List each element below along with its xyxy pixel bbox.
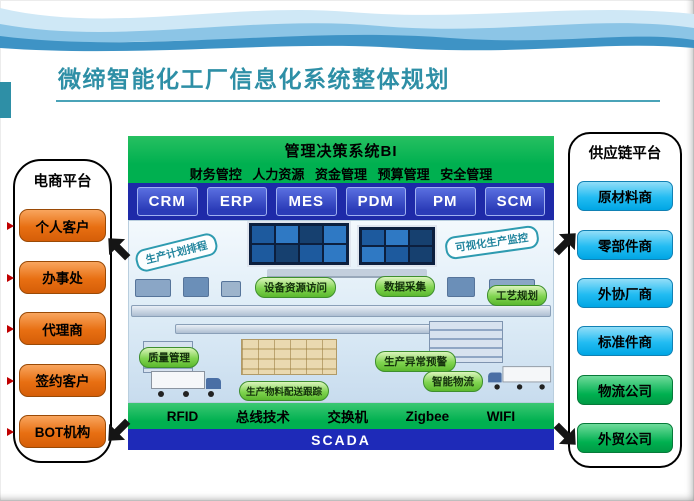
ecommerce-panel-label: 电商平台: [33, 174, 92, 190]
arrow-left-top-icon: [97, 227, 139, 269]
ecommerce-item-label: 签约客户: [35, 374, 90, 390]
red-arrow-icon: [7, 427, 14, 436]
machine-icon: [221, 281, 241, 297]
ecommerce-panel: 电商平台 个人客户 办事处 代理商 签约客户 BOT机构: [7, 159, 112, 463]
bi-subtitle: 财务管控 人力资源 资金管理 预算管理 安全管理: [189, 167, 493, 182]
header-wave-decoration: [0, 8, 694, 52]
ecommerce-item-label: 办事处: [42, 271, 83, 287]
machine-icon: [135, 279, 171, 297]
supply-item-raw-material: 原材料商: [577, 181, 673, 212]
supply-chain-panel: 供应链平台 原材料商 零部件商 外协厂商 标准件商 物流公司 外贸公司: [568, 132, 682, 468]
ecommerce-item-personal-customer: 个人客户: [7, 209, 106, 243]
pallet-stack: [241, 339, 337, 375]
supply-item-parts: 零部件商: [577, 229, 673, 260]
red-arrow-icon: [7, 376, 14, 385]
arrow-left-bottom-icon: [97, 410, 139, 452]
truck-icon: [481, 364, 552, 390]
machine-icon: [447, 277, 475, 297]
machine-icon: [183, 277, 209, 297]
module-pm: PM: [415, 187, 476, 216]
control-room-monitor-wall: [357, 225, 437, 267]
ecommerce-item-office: 办事处: [7, 260, 106, 294]
control-desk: [267, 269, 427, 278]
ecommerce-item-label: 个人客户: [35, 219, 90, 235]
network-item-switch: 交换机: [327, 410, 368, 425]
supply-chain-panel-label: 供应链平台: [588, 146, 662, 162]
callout-production-planning: 生产计划排程: [133, 231, 220, 274]
callout-smart-logistics: 智能物流: [423, 371, 483, 392]
factory-illustration: 生产计划排程 设备资源访问 数据采集 可视化生产监控 工艺规划 质量管理 生产异…: [128, 220, 554, 403]
supply-item-standard-parts: 标准件商: [577, 326, 673, 357]
network-item-rfid: RFID: [166, 408, 199, 424]
arrow-right-top-icon: [545, 222, 587, 264]
ecommerce-item-contract-customer: 签约客户: [7, 363, 106, 397]
title-accent-bar: [0, 82, 11, 118]
network-technology-bar: RFID 总线技术 交换机 Zigbee WIFI: [128, 403, 554, 429]
module-mes: MES: [276, 187, 337, 216]
truck-icon: [151, 369, 229, 397]
bi-decision-bar: 管理决策系统BI 财务管控 人力资源 资金管理 预算管理 安全管理: [128, 136, 554, 183]
callout-equipment-resource-access: 设备资源访问: [255, 277, 336, 298]
ecommerce-item-bot: BOT机构: [7, 414, 106, 448]
scada-bar: SCADA: [128, 429, 554, 450]
supply-item-outsourcing: 外协厂商: [577, 277, 673, 308]
callout-visual-production-monitoring: 可视化生产监控: [443, 224, 540, 261]
control-room-monitor-wall: [247, 221, 351, 267]
callout-quality-management: 质量管理: [139, 347, 199, 368]
ecommerce-item-label: 代理商: [42, 322, 83, 338]
module-erp: ERP: [206, 187, 267, 216]
callout-data-collection: 数据采集: [375, 276, 435, 297]
conveyor-line: [175, 324, 435, 334]
network-item-wifi: WIFI: [486, 408, 516, 424]
conveyor-line: [131, 305, 551, 317]
callout-process-planning: 工艺规划: [487, 285, 547, 306]
module-pdm: PDM: [345, 187, 406, 216]
network-item-bus: 总线技术: [235, 410, 290, 425]
supply-item-logistics: 物流公司: [577, 374, 673, 405]
arrow-right-bottom-icon: [545, 414, 587, 456]
page-title: 微缔智能化工厂信息化系统整体规划: [58, 66, 450, 92]
callout-material-delivery-tracking: 生产物料配送跟踪: [239, 381, 330, 401]
callout-production-anomaly-warning: 生产异常预警: [375, 351, 456, 372]
red-arrow-icon: [7, 222, 14, 231]
supply-item-foreign-trade: 外贸公司: [577, 422, 673, 453]
bi-title: 管理决策系统BI: [284, 143, 398, 160]
module-scm: SCM: [484, 187, 545, 216]
system-modules-bar: CRM ERP MES PDM PM SCM: [128, 183, 554, 220]
title-underline: [56, 100, 660, 102]
ecommerce-item-label: BOT机构: [34, 425, 91, 441]
network-item-zigbee: Zigbee: [405, 408, 450, 424]
red-arrow-icon: [7, 273, 14, 282]
ecommerce-item-agent: 代理商: [7, 312, 106, 346]
red-arrow-icon: [7, 325, 14, 334]
module-crm: CRM: [137, 187, 198, 216]
